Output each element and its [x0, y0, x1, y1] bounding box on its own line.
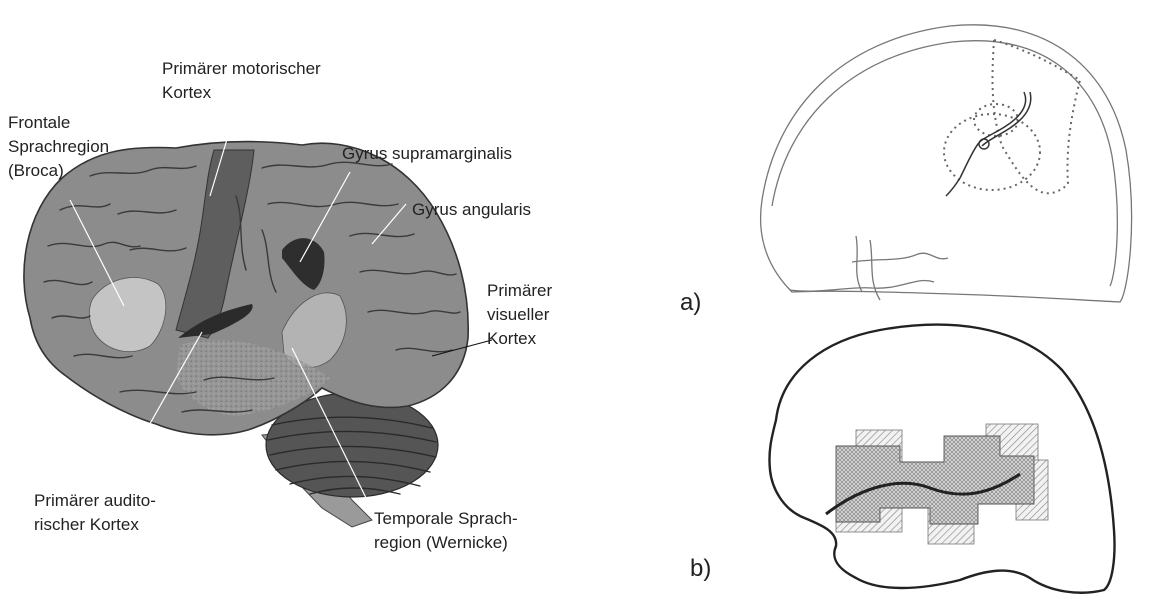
supramarginal-label: Gyrus supramarginalis	[342, 144, 512, 163]
face-profile	[790, 280, 934, 291]
visual-cortex-label-2: visueller	[487, 305, 550, 324]
angular-label: Gyrus angularis	[412, 200, 531, 219]
broca-label-3: (Broca)	[8, 161, 64, 180]
auditory-cortex-label-2: rischer Kortex	[34, 515, 139, 534]
brain-outline	[769, 325, 1114, 593]
electrode-area-1	[992, 40, 1080, 193]
auditory-cortex-label: Primärer audito-	[34, 491, 156, 510]
visual-cortex-label-3: Kortex	[487, 329, 537, 348]
broca-label: Frontale	[8, 113, 70, 132]
brain-outline-b	[769, 325, 1114, 593]
motor-cortex-label: Primärer motorischer	[162, 59, 321, 78]
motor-cortex-label-2: Kortex	[162, 83, 212, 102]
wernicke-label: Temporale Sprach-	[374, 509, 518, 528]
head-outline-outer	[761, 25, 1132, 302]
skull-base	[852, 236, 948, 300]
visual-cortex-label: Primärer	[487, 281, 553, 300]
panel-a-label: a)	[680, 289, 701, 316]
panel-b-label: b)	[690, 555, 711, 582]
broca-label-2: Sprachregion	[8, 137, 109, 156]
brain-illustration	[24, 142, 468, 527]
electrode-area-2	[944, 114, 1040, 190]
wernicke-label-2: region (Wernicke)	[374, 533, 508, 552]
head-sketch-a	[761, 25, 1132, 302]
head-outline-inner	[772, 41, 1117, 286]
